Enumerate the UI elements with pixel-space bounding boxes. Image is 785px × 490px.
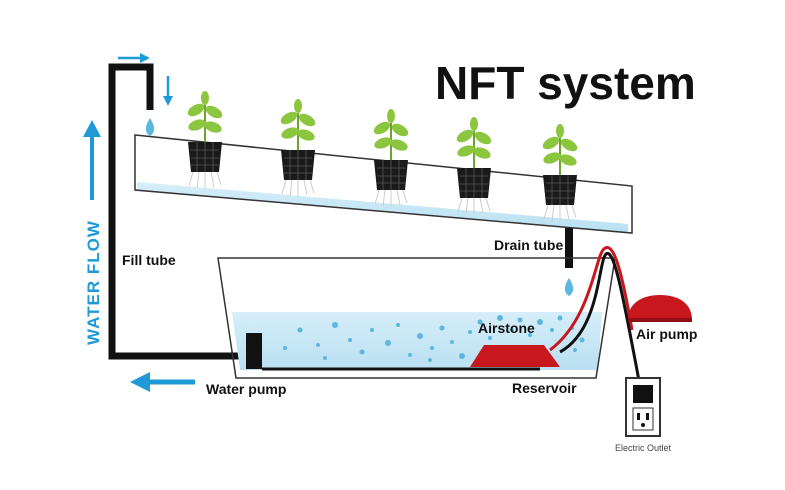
plant-icon	[280, 99, 316, 197]
water-pump-label: Water pump	[206, 381, 286, 397]
airstone-icon	[470, 345, 560, 367]
reservoir-outline	[217, 257, 616, 379]
flow-up-arrow-head	[83, 120, 101, 137]
electric-outlet-label: Electric Outlet	[615, 443, 672, 453]
electric-outlet-icon	[625, 377, 661, 437]
air-pump-icon	[628, 295, 692, 322]
air-tube-red	[549, 246, 634, 352]
airstone-label: Airstone	[478, 320, 535, 336]
fill-tube	[108, 63, 246, 360]
water-drop-icon	[564, 278, 574, 296]
drain-tube-label: Drain tube	[494, 237, 563, 253]
plant-icon	[373, 109, 409, 207]
water-pump-icon	[246, 333, 262, 369]
flow-left-arrow-head	[130, 372, 150, 392]
water-drop-icon	[145, 118, 155, 136]
reservoir-label: Reservoir	[512, 380, 577, 396]
plant-icon	[456, 117, 492, 215]
bottom-flow-arrow	[130, 372, 195, 392]
drain-tube	[565, 228, 573, 268]
diagram-title: NFT system	[435, 57, 696, 109]
air-pump-label: Air pump	[636, 326, 697, 342]
water-flow-label: WATER FLOW	[84, 220, 103, 345]
reservoir	[217, 257, 616, 379]
top-flow-arrows	[118, 53, 173, 106]
air-bubbles	[283, 315, 585, 362]
flow-right-arrow-head	[140, 53, 150, 63]
plant-icon	[542, 124, 578, 222]
plants	[187, 91, 578, 222]
channel-water-film	[137, 182, 628, 232]
fill-tube-label: Fill tube	[122, 252, 176, 268]
flow-down-arrow-head	[163, 96, 173, 106]
water-flow-indicator: WATER FLOW	[83, 120, 103, 345]
plant-icon	[187, 91, 223, 189]
power-cord	[559, 251, 642, 387]
